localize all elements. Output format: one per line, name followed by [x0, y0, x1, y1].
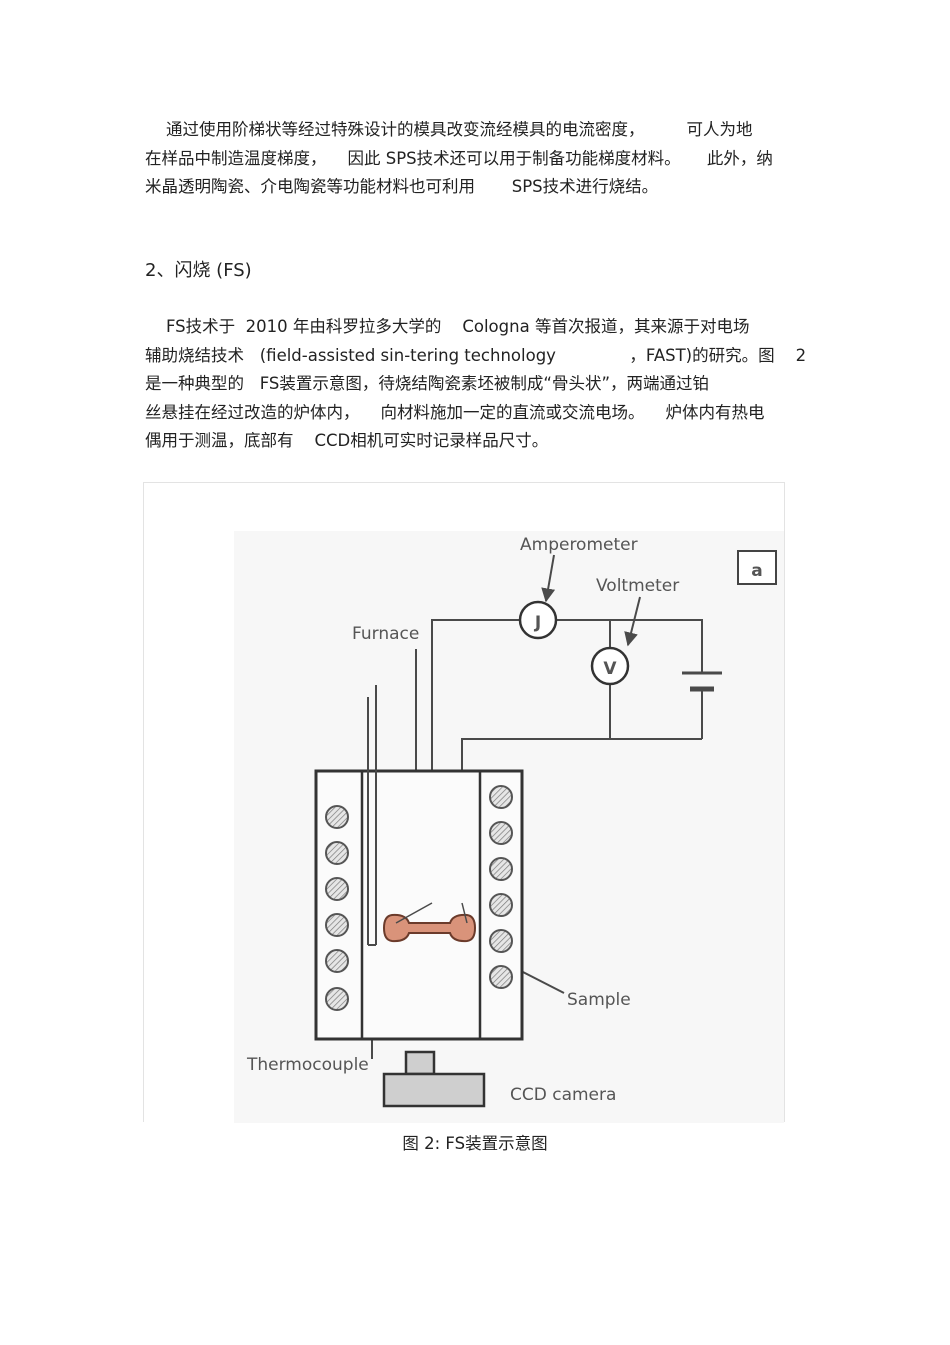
text-line: 辅助烧结技术 (field-assisted sin-tering techno… [145, 345, 807, 365]
text-line: 是一种典型的 FS装置示意图，待烧结陶瓷素坯被制成“骨头状”，两端通过铂 [145, 374, 710, 393]
text-line: 丝悬挂在经过改造的炉体内， 向材料施加一定的直流或交流电场。 炉体内有热电 [145, 402, 765, 422]
text-line: 偶用于测温，底部有 CCD相机可实时记录样品尺寸。 [145, 431, 549, 450]
ccd-camera-lens [404, 1050, 436, 1076]
ccd-camera-label: CCD camera [510, 1085, 616, 1105]
section-heading: 2、闪烧 (FS) [145, 260, 252, 281]
panel-label: a [751, 561, 762, 581]
sample-dogbone [382, 913, 477, 943]
text-line: 米晶透明陶瓷、介电陶瓷等功能材料也可利用 SPS技术进行烧结。 [145, 177, 659, 196]
sample-label: Sample [567, 990, 631, 1010]
figure-frame: a Amperometer Voltmeter Furnace Sample T… [143, 482, 785, 1123]
thermocouple-label: Thermocouple [246, 1055, 369, 1075]
panel-label-box [737, 550, 777, 585]
ammeter-letter: J [534, 613, 541, 633]
sample-wire-left [395, 902, 433, 924]
text-line: 通过使用阶梯状等经过特殊设计的模具改变流经模具的电流密度， 可人为地 [145, 120, 753, 139]
figure-caption: 图 2: FS装置示意图 [402, 1134, 548, 1153]
text-line: FS技术于 2010 年由科罗拉多大学的 Cologna 等首次报道，其来源于对… [145, 317, 750, 336]
ccd-camera-body [382, 1072, 486, 1108]
furnace-label: Furnace [352, 624, 419, 644]
ammeter-symbol [518, 600, 558, 640]
text-line: 在样品中制造温度梯度， 因此 SPS技术还可以用于制备功能梯度材料。 此外，纳 [145, 148, 773, 168]
heating-coils-right [489, 785, 513, 989]
amperometer-label: Amperometer [520, 535, 638, 555]
thermocouple-probe [367, 685, 377, 946]
voltmeter-letter: V [603, 659, 617, 679]
paragraph-sps: 通过使用阶梯状等经过特殊设计的模具改变流经模具的电流密度， 可人为地 在样品中制… [145, 116, 810, 202]
paragraph-fs: FS技术于 2010 年由科罗拉多大学的 Cologna 等首次报道，其来源于对… [145, 313, 810, 456]
sample-wire-right [461, 902, 468, 924]
fs-apparatus-diagram: a Amperometer Voltmeter Furnace Sample T… [234, 531, 784, 1123]
furnace-body [314, 769, 524, 1041]
voltmeter-label: Voltmeter [596, 576, 679, 596]
heating-coils-left [325, 805, 349, 1011]
voltmeter-symbol [590, 646, 630, 686]
amperometer-arrow [541, 554, 556, 603]
